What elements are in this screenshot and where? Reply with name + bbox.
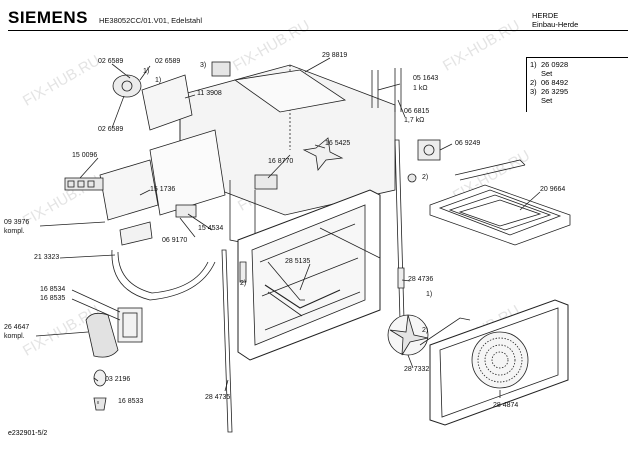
part-label: 26 4647 [4,324,30,331]
part-label: kompl. [4,228,25,235]
callout-label: 3) [200,62,207,69]
part-label: 20 9664 [540,186,566,193]
part-label: 28 4735 [205,394,231,401]
part-label: 15 1736 [150,186,176,193]
part-label: 06 9170 [162,237,188,244]
part-label: 05 1643 [413,75,439,82]
category-line1: HERDE [532,11,559,20]
part-label: 02 6589 [98,126,124,133]
part-label: 28 4736 [408,276,434,283]
category-line2: Einbau-Herde [532,20,579,29]
legend-part-1: 26 0928 [541,60,569,69]
part-label: 16 8535 [40,295,66,302]
legend-top-rule [526,57,628,58]
legend-no-2: 2) [530,78,537,87]
part-label: 16 8534 [40,286,66,293]
callout-label: 1) [143,68,150,75]
legend-divider [526,57,527,112]
part-label: kompl. [4,333,25,340]
callout-label: 2) [422,174,429,181]
legend-part-3-note: Set [541,96,553,105]
legend-part-3: 26 3295 [541,87,569,96]
part-label: 28 4874 [493,402,519,409]
legend-part-1-note: Set [541,69,553,78]
part-label: 06 6815 [404,108,430,115]
legend-no-1: 1) [530,60,537,69]
document-reference: e232901-5/2 [8,430,48,437]
brand-logo: SIEMENS [8,8,89,27]
callout-label: 2) [240,280,247,287]
part-label: 15 4534 [198,225,224,232]
part-label: 03 2196 [105,376,131,383]
part-label: 11 3908 [197,90,222,97]
part-label: 02 6589 [98,58,124,65]
callout-label: 2) [422,327,429,334]
part-label: 21 3323 [34,254,60,261]
callout-label: 1) [426,291,433,298]
model-line: HE38052CC/01.V01, Edelstahl [99,16,202,25]
legend-part-2: 06 8492 [541,78,569,87]
part-label: 16 8533 [118,398,144,405]
part-label: 09 3976 [4,219,30,226]
part-label: 02 6589 [155,58,181,65]
part-label: 28 7332 [404,366,430,373]
part-label: 1 kΩ [413,85,428,92]
callout-label: 1) [155,77,162,84]
part-label: 15 0096 [72,152,98,159]
part-label: 06 9249 [455,140,481,147]
legend-no-3: 3) [530,87,537,96]
part-label: 1,7 kΩ [404,117,425,124]
part-label: 28 5135 [285,258,311,265]
part-label: 16 5425 [325,140,351,147]
part-label: 16 8770 [268,158,294,165]
part-label: 29 8819 [322,52,348,59]
header-rule [8,30,628,31]
